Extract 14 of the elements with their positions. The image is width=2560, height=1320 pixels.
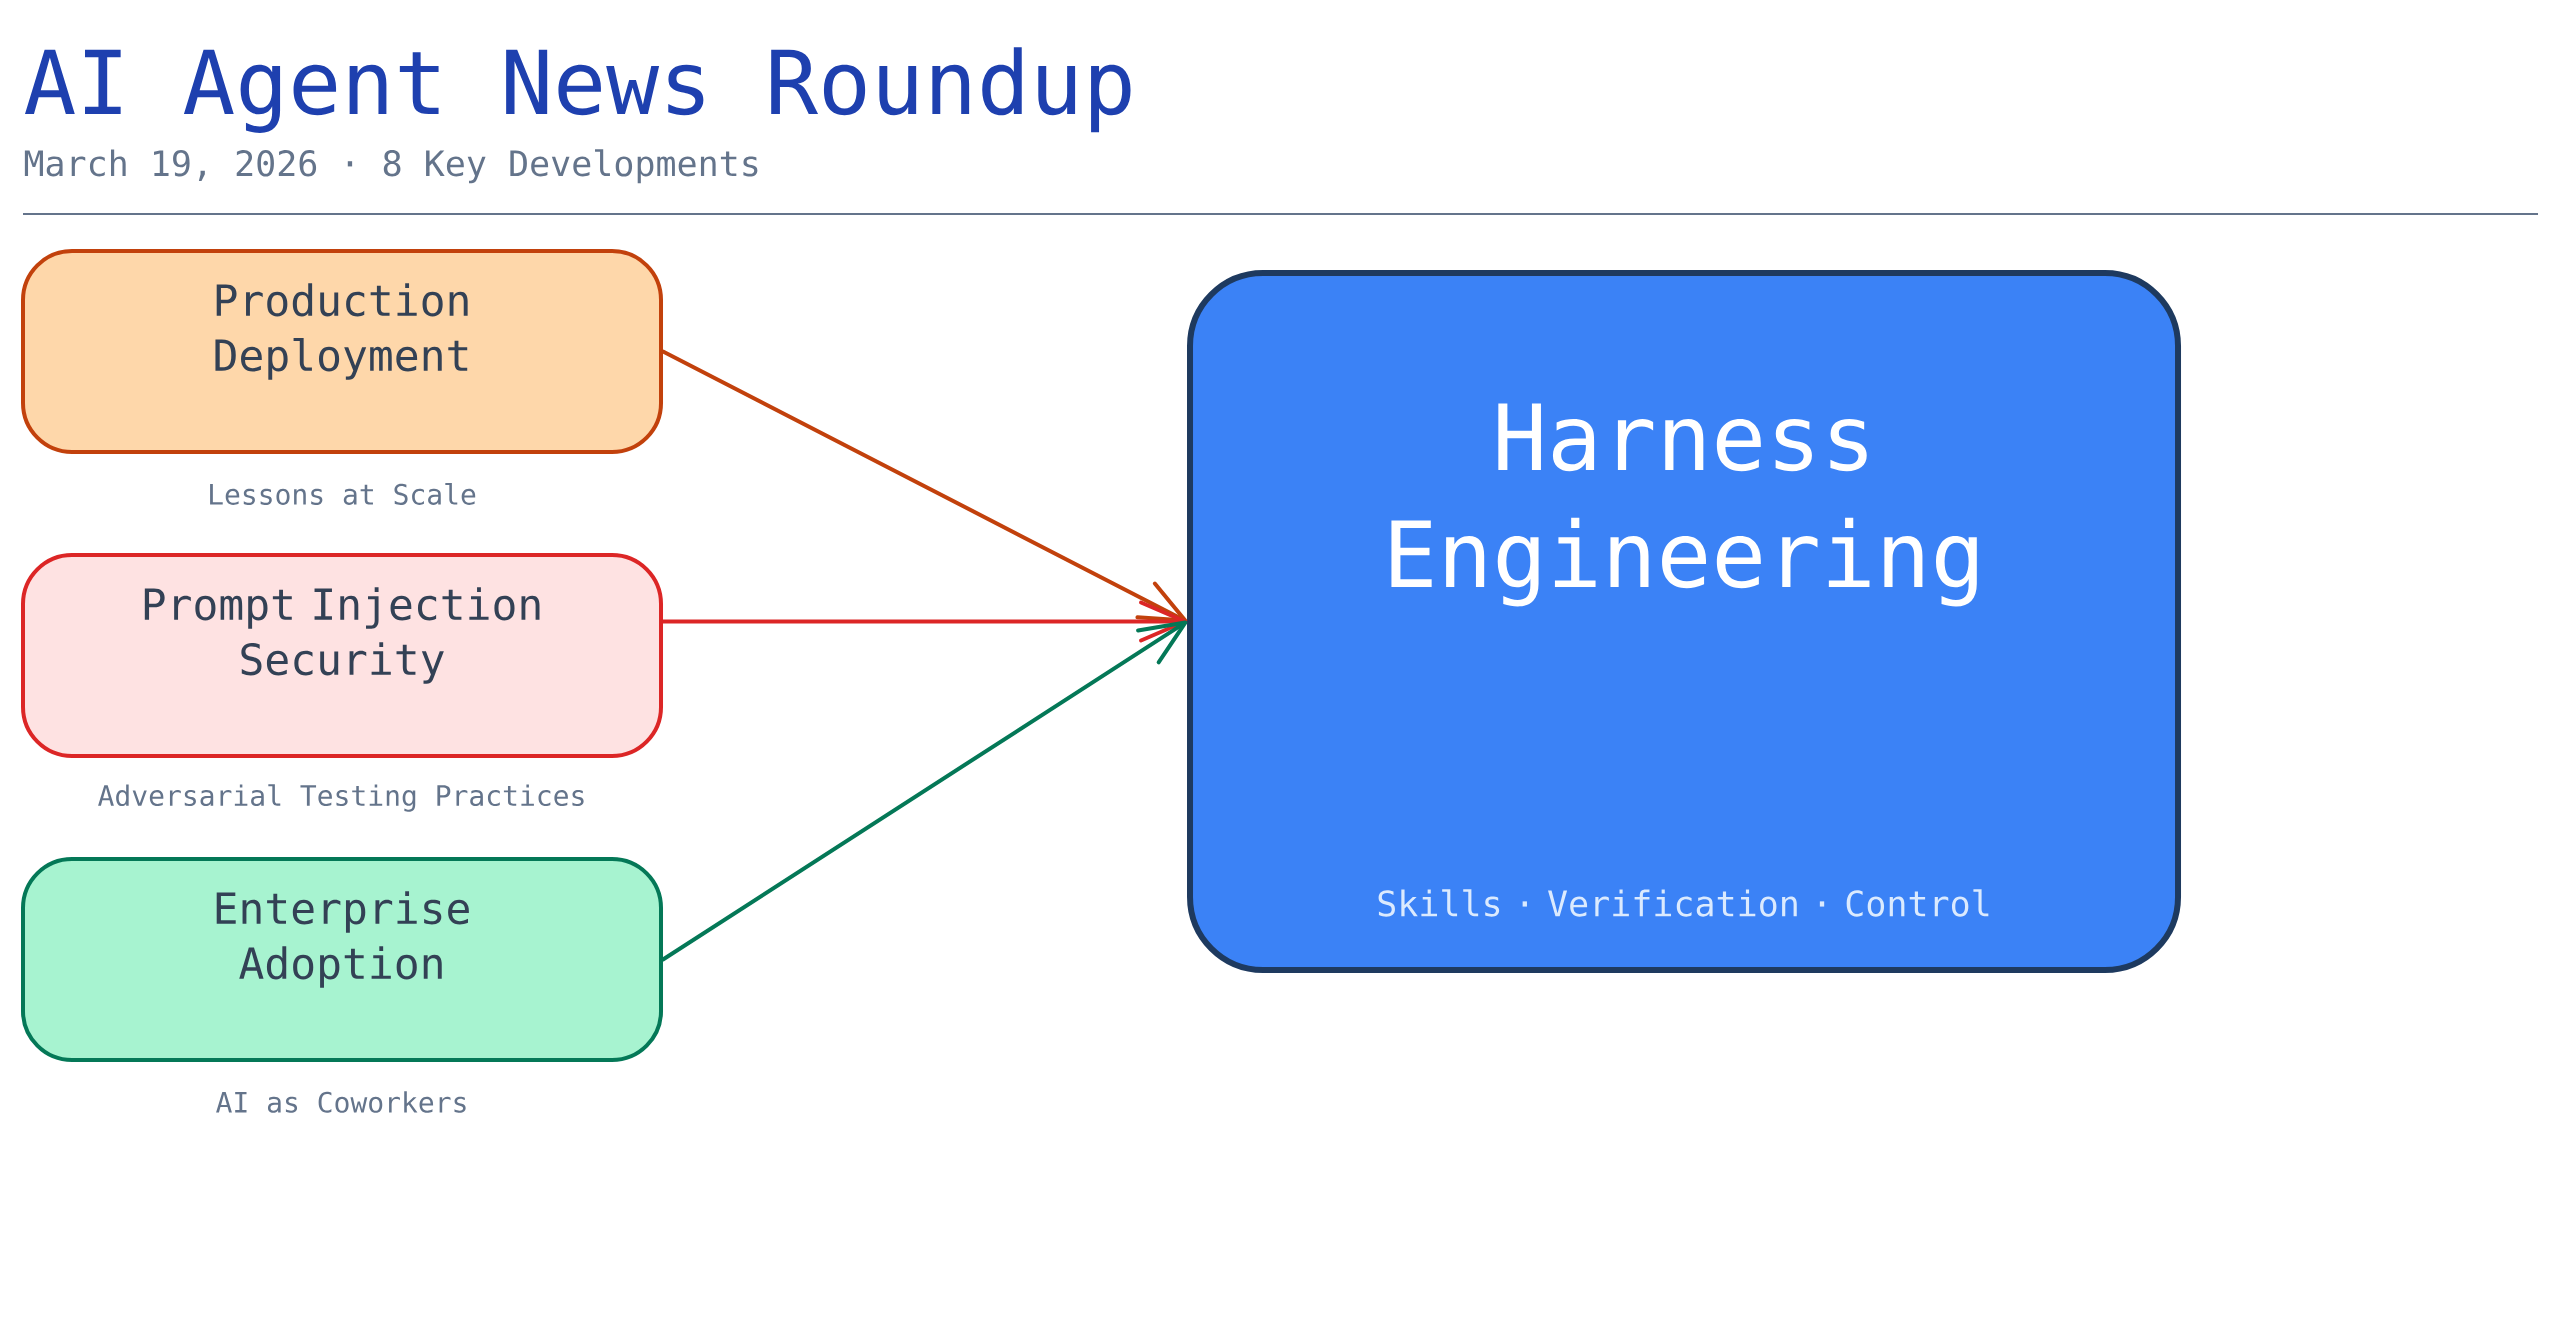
arrow	[661, 620, 1188, 962]
topic-box: Production Deployment	[21, 249, 663, 454]
node-caption: Adversarial Testing Practices	[98, 784, 584, 812]
topic-box: Prompt Injection Security	[21, 553, 663, 758]
title: AI Agent News Roundup	[25, 47, 1131, 133]
hub-title: Harness Engineering	[1391, 403, 1977, 607]
node-caption: AI as Coworkers	[216, 1091, 466, 1113]
node-caption: Lessons at Scale	[210, 483, 476, 505]
hub-box	[1187, 270, 2181, 973]
keyword-line: Skills · Verification · Control	[1378, 889, 1989, 917]
arrow	[661, 600, 1187, 643]
topic-box: Enterprise Adoption	[21, 857, 663, 1062]
subtitle: March 19, 2026 · 8 Key Developments	[24, 149, 758, 184]
arrow	[661, 349, 1188, 623]
